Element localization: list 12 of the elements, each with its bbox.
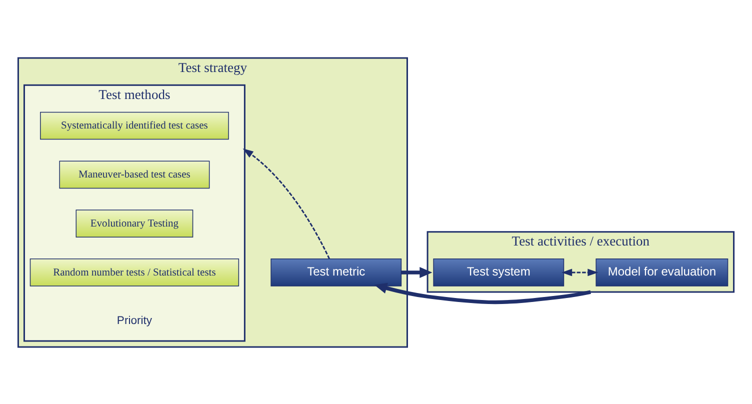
node-box: Systematically identified test cases bbox=[40, 111, 229, 140]
node-box: Random number tests / Statistical tests bbox=[30, 258, 240, 286]
node-box: Test metric bbox=[270, 258, 402, 286]
arrow bbox=[242, 148, 330, 259]
arrow bbox=[562, 268, 598, 276]
arrow bbox=[401, 266, 432, 278]
label: Priority bbox=[116, 314, 152, 327]
node-box: Maneuver-based test cases bbox=[59, 160, 210, 188]
node-box: Model for evaluation bbox=[596, 258, 728, 286]
arrow bbox=[374, 282, 591, 304]
node-box: Test system bbox=[433, 258, 564, 286]
node-box: Evolutionary Testing bbox=[76, 209, 194, 237]
